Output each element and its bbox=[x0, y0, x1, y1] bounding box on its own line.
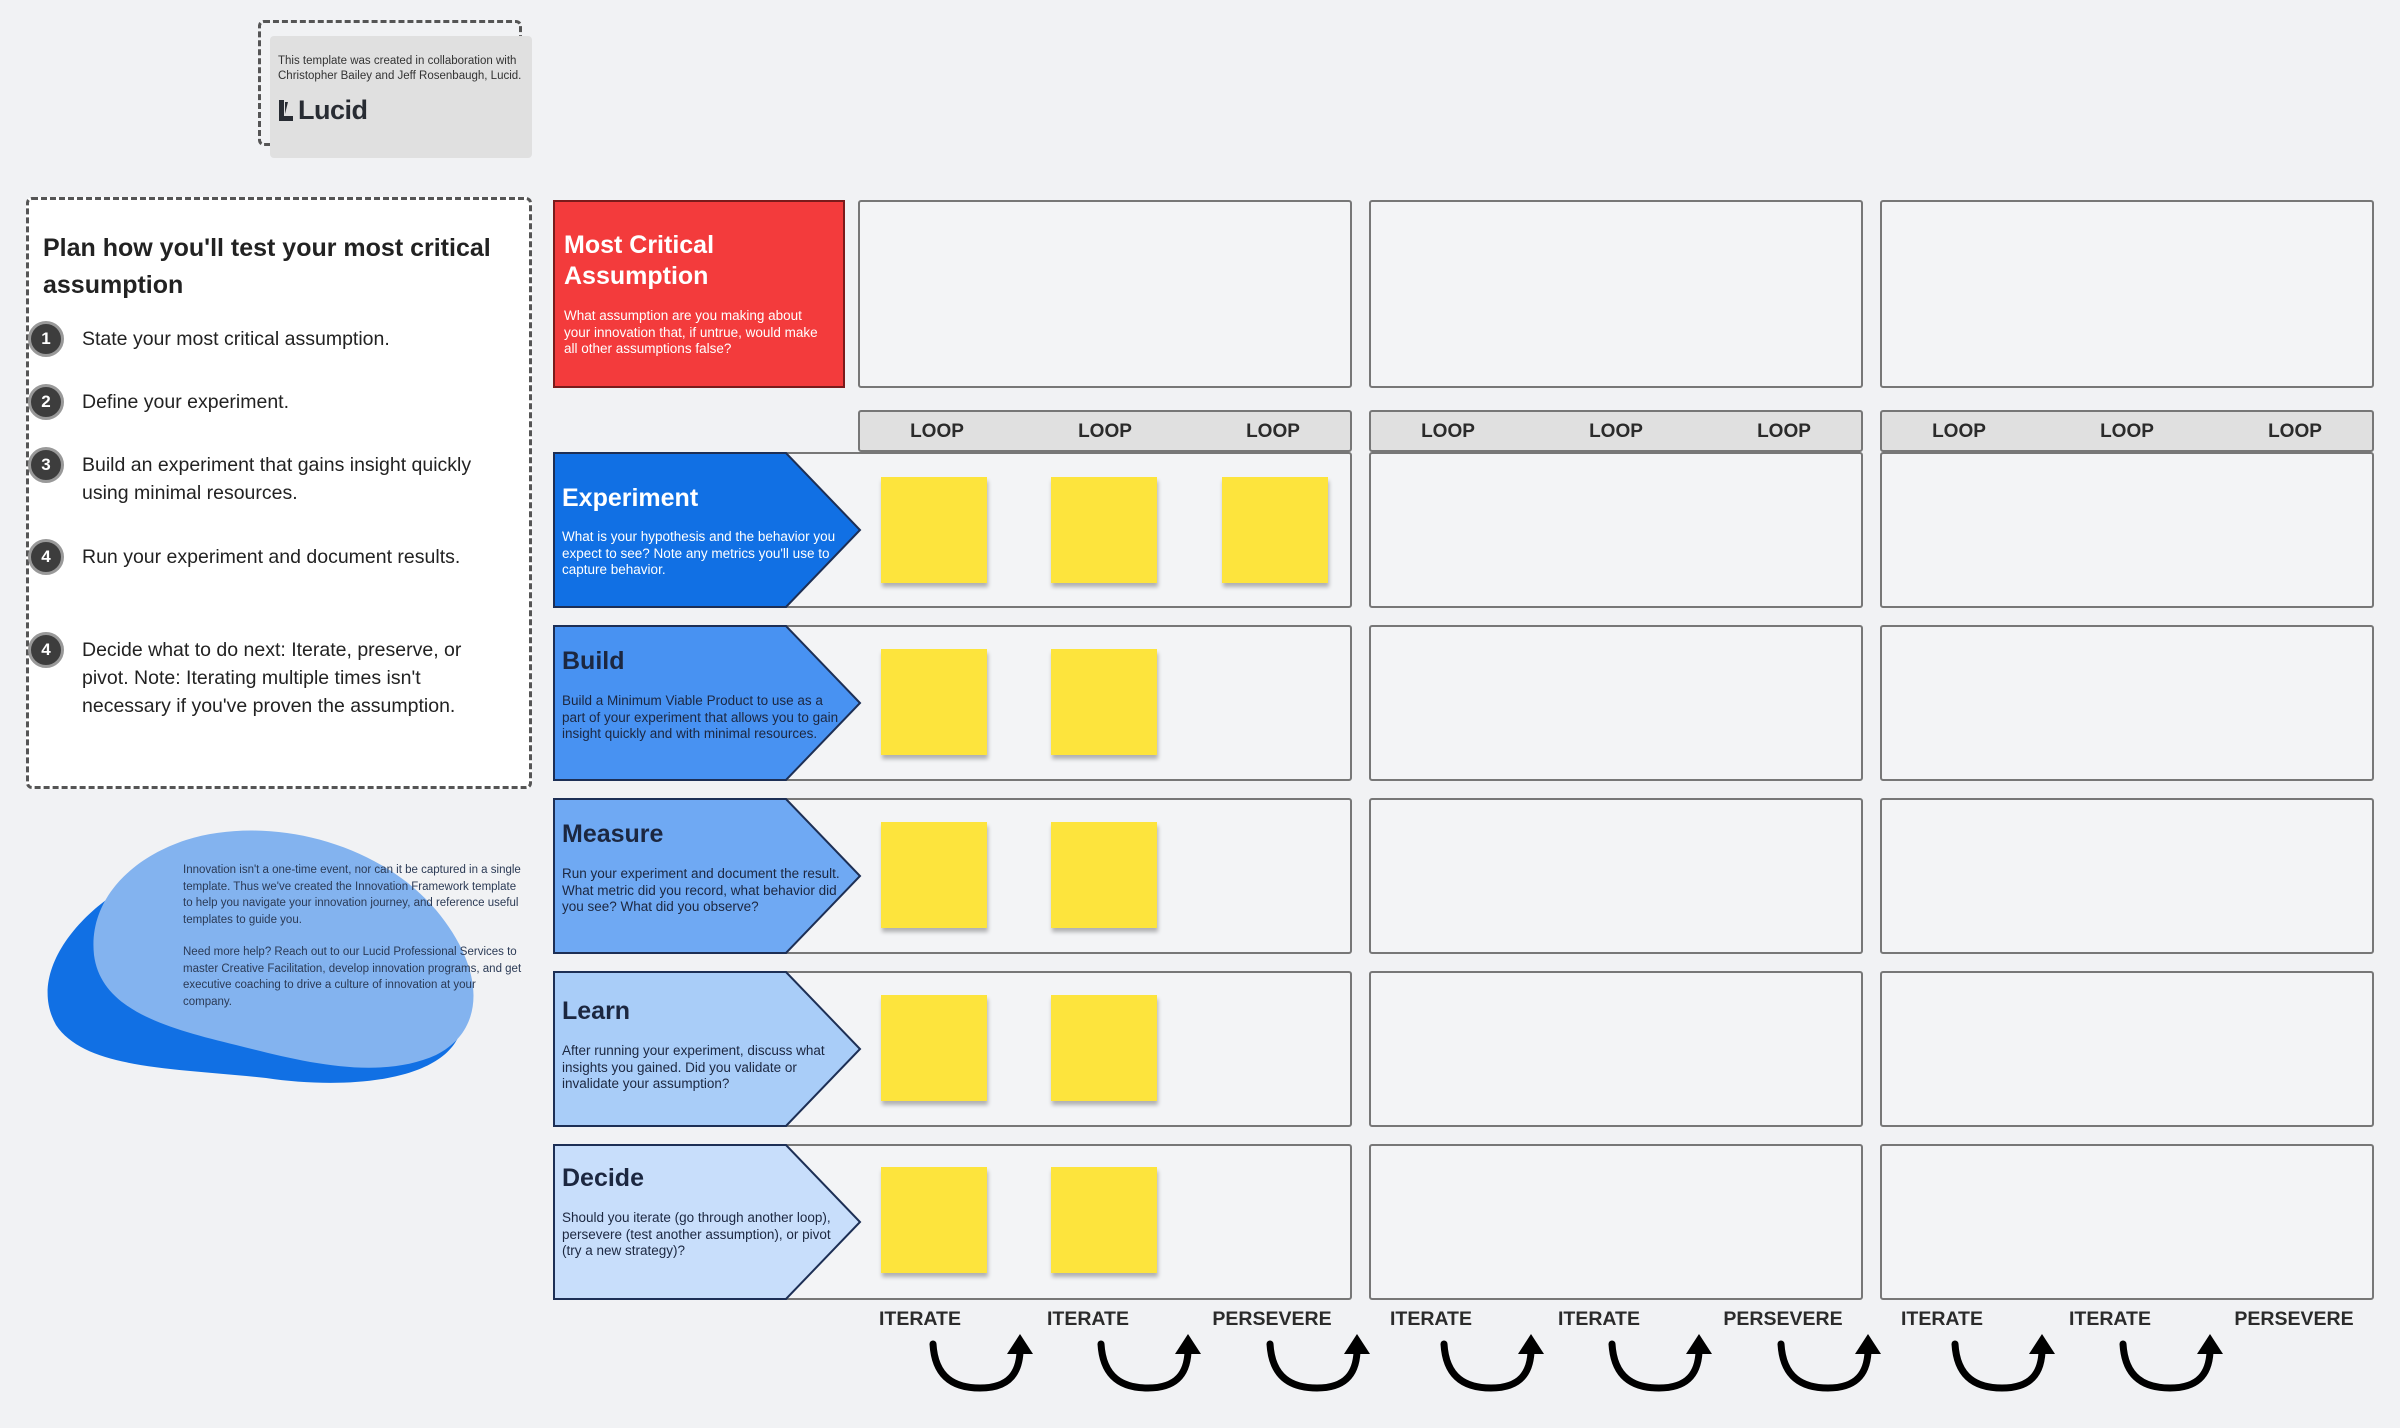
loop-header bbox=[1880, 410, 2374, 452]
footer-label: ITERATE bbox=[2069, 1308, 2151, 1330]
stage-cell[interactable] bbox=[1880, 452, 2374, 608]
lucid-logo-icon bbox=[278, 99, 294, 122]
stage-title: Measure bbox=[562, 820, 664, 848]
step-number: 4 bbox=[28, 539, 64, 575]
step-text: Decide what to do next: Iterate, preserv… bbox=[82, 639, 462, 717]
sticky-note[interactable] bbox=[881, 1167, 987, 1273]
sticky-note[interactable] bbox=[1051, 995, 1157, 1101]
curved-loop-arrow-icon bbox=[1608, 1334, 1712, 1392]
loop-label: LOOP bbox=[1078, 421, 1132, 442]
lucid-logo: Lucid bbox=[278, 95, 524, 126]
stage-banner-decide: Decide Should you iterate (go through an… bbox=[553, 1144, 863, 1300]
stage-banner-experiment: Experiment What is your hypothesis and t… bbox=[553, 452, 863, 608]
curved-loop-arrow-icon bbox=[929, 1334, 1033, 1392]
curved-loop-arrow-icon bbox=[1951, 1334, 2055, 1392]
info-paragraph-1: Innovation isn't a one-time event, nor c… bbox=[183, 864, 521, 926]
step-number: 2 bbox=[28, 384, 64, 420]
curved-loop-arrow-icon bbox=[1440, 1334, 1544, 1392]
loop-header bbox=[1369, 410, 1863, 452]
plan-step: 4 Decide what to do next: Iterate, prese… bbox=[28, 632, 482, 720]
stage-cell[interactable] bbox=[1880, 1144, 2374, 1300]
sticky-note[interactable] bbox=[1051, 822, 1157, 928]
footer-label: PERSEVERE bbox=[1723, 1308, 1843, 1330]
step-text: State your most critical assumption. bbox=[82, 328, 390, 350]
lucid-logo-text: Lucid bbox=[298, 95, 368, 125]
stage-cell[interactable] bbox=[1880, 625, 2374, 781]
stage-banner-measure: Measure Run your experiment and document… bbox=[553, 798, 863, 954]
loop-label: LOOP bbox=[1932, 421, 1986, 442]
stage-description: After running your experiment, discuss w… bbox=[562, 1043, 825, 1091]
sticky-note[interactable] bbox=[1051, 477, 1157, 583]
step-number: 4 bbox=[28, 632, 64, 668]
loop-label: LOOP bbox=[910, 421, 964, 442]
sticky-note[interactable] bbox=[881, 995, 987, 1101]
footer-label: PERSEVERE bbox=[2234, 1308, 2354, 1330]
stage-title: Build bbox=[562, 647, 625, 675]
curved-loop-arrow-icon bbox=[1266, 1334, 1370, 1392]
step-text: Define your experiment. bbox=[82, 391, 290, 413]
plan-step: 2 Define your experiment. bbox=[28, 384, 482, 420]
info-blob-text: Innovation isn't a one-time event, nor c… bbox=[183, 862, 523, 1010]
mca-description: What assumption are you making about you… bbox=[564, 308, 818, 356]
loop-label: LOOP bbox=[2100, 421, 2154, 442]
loop-header bbox=[858, 410, 1352, 452]
stage-title: Decide bbox=[562, 1164, 644, 1192]
stage-description: Build a Minimum Viable Product to use as… bbox=[562, 693, 839, 741]
footer-label: ITERATE bbox=[1047, 1308, 1129, 1330]
plan-step: 3 Build an experiment that gains insight… bbox=[28, 447, 482, 507]
sticky-note[interactable] bbox=[1051, 1167, 1157, 1273]
assumption-box[interactable] bbox=[1880, 200, 2374, 388]
sticky-note[interactable] bbox=[1222, 477, 1328, 583]
stage-cell[interactable] bbox=[1369, 1144, 1863, 1300]
step-number: 1 bbox=[28, 321, 64, 357]
stage-cell[interactable] bbox=[1369, 452, 1863, 608]
loop-label: LOOP bbox=[2268, 421, 2322, 442]
plan-step: 1 State your most critical assumption. bbox=[28, 321, 482, 357]
footer-label: ITERATE bbox=[1390, 1308, 1472, 1330]
stage-title: Experiment bbox=[562, 484, 699, 512]
stage-cell[interactable] bbox=[1369, 971, 1863, 1127]
stage-banner-build: Build Build a Minimum Viable Product to … bbox=[553, 625, 863, 781]
footer-label: ITERATE bbox=[1558, 1308, 1640, 1330]
mca-title: Most Critical Assumption bbox=[564, 231, 715, 290]
loop-label: LOOP bbox=[1757, 421, 1811, 442]
step-text: Run your experiment and document results… bbox=[82, 546, 461, 568]
loop-label: LOOP bbox=[1421, 421, 1475, 442]
sticky-note[interactable] bbox=[881, 649, 987, 755]
stage-description: What is your hypothesis and the behavior… bbox=[562, 529, 836, 577]
stage-cell[interactable] bbox=[1369, 625, 1863, 781]
assumption-box[interactable] bbox=[858, 200, 1352, 388]
loop-label: LOOP bbox=[1246, 421, 1300, 442]
stage-cell[interactable] bbox=[1880, 798, 2374, 954]
curved-loop-arrow-icon bbox=[2119, 1334, 2223, 1392]
plan-panel: Plan how you'll test your most critical … bbox=[26, 197, 532, 789]
credit-text: This template was created in collaborati… bbox=[278, 55, 522, 82]
stage-cell[interactable] bbox=[1880, 971, 2374, 1127]
sticky-note[interactable] bbox=[881, 822, 987, 928]
footer-label: ITERATE bbox=[1901, 1308, 1983, 1330]
footer-label: PERSEVERE bbox=[1212, 1308, 1332, 1330]
step-text: Build an experiment that gains insight q… bbox=[82, 454, 472, 504]
loop-label: LOOP bbox=[1589, 421, 1643, 442]
info-blob-shape bbox=[47, 830, 474, 1083]
sticky-note[interactable] bbox=[1051, 649, 1157, 755]
stage-cell[interactable] bbox=[1369, 798, 1863, 954]
stage-banner-learn: Learn After running your experiment, dis… bbox=[553, 971, 863, 1127]
curved-loop-arrow-icon bbox=[1097, 1334, 1201, 1392]
footer-label: ITERATE bbox=[879, 1308, 961, 1330]
credit-card: This template was created in collaborati… bbox=[270, 36, 532, 158]
plan-title: Plan how you'll test your most critical … bbox=[43, 234, 491, 299]
curved-loop-arrow-icon bbox=[1777, 1334, 1881, 1392]
sticky-note[interactable] bbox=[881, 477, 987, 583]
most-critical-assumption-card: Most Critical Assumption What assumption… bbox=[553, 200, 845, 388]
stage-title: Learn bbox=[562, 997, 631, 1025]
info-paragraph-2: Need more help? Reach out to our Lucid P… bbox=[183, 946, 522, 1008]
stage-description: Should you iterate (go through another l… bbox=[562, 1210, 831, 1258]
step-number: 3 bbox=[28, 447, 64, 483]
stage-description: Run your experiment and document the res… bbox=[562, 866, 840, 914]
assumption-box[interactable] bbox=[1369, 200, 1863, 388]
plan-step: 4 Run your experiment and document resul… bbox=[28, 539, 482, 575]
